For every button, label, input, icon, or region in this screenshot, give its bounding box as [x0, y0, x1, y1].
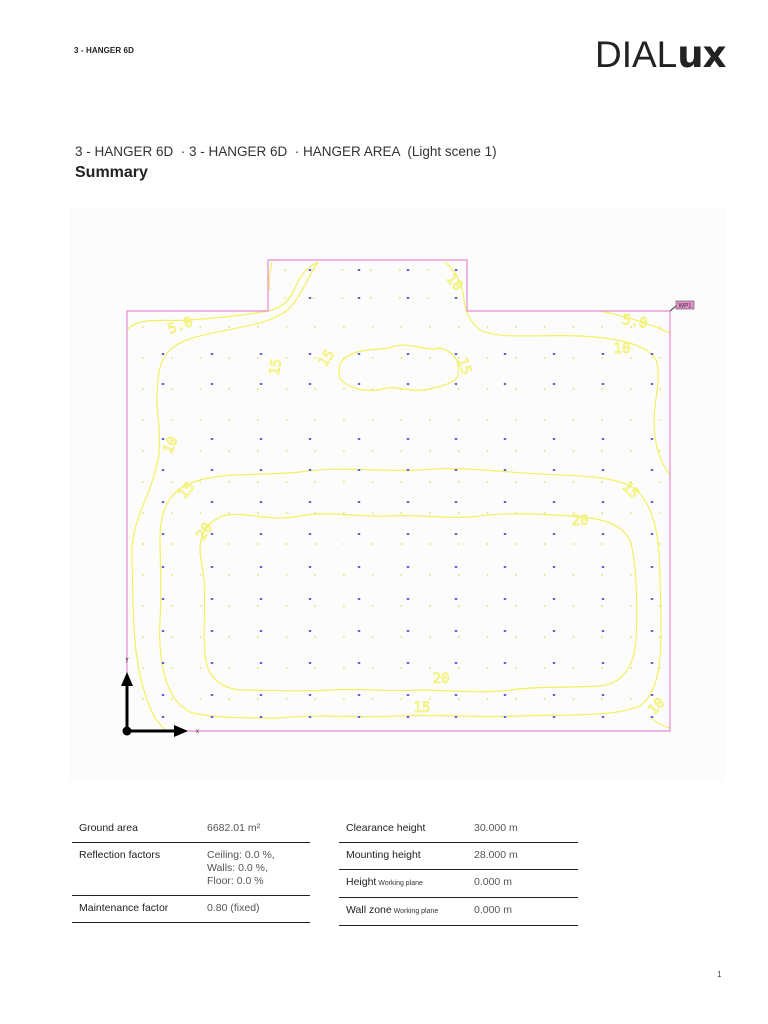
- property-label: Ground area: [79, 822, 138, 834]
- property-row: Ground area 6682.01 m²: [72, 816, 310, 843]
- page-number: 1: [717, 970, 722, 979]
- property-row: Mounting height 28.000 m: [339, 843, 578, 870]
- property-value: Ceiling: 0.0 %,Walls: 0.0 %,Floor: 0.0 %: [207, 849, 275, 887]
- logo-bold-text: ux: [677, 33, 726, 76]
- property-label: Wall zone Working plane: [346, 904, 439, 916]
- property-value: 6682.01 m²: [207, 822, 261, 834]
- isoline-value-label: 20: [193, 520, 216, 543]
- property-row: Height Working plane 0.000 m: [339, 870, 578, 898]
- room-outline: [126, 259, 671, 732]
- svg-text:y: y: [126, 657, 129, 663]
- breadcrumb: 3 - HANGER 6D · 3 - HANGER 6D · HANGER A…: [75, 144, 497, 159]
- property-row: Reflection factors Ceiling: 0.0 %,Walls: …: [72, 843, 310, 896]
- property-row: Wall zone Working plane 0.000 m: [339, 898, 578, 926]
- properties-table-right: Clearance height 30.000 m Mounting height 2…: [339, 816, 578, 926]
- isoline-value-label: 5.0: [621, 312, 649, 332]
- document-title: 3 - HANGER 6D: [74, 46, 134, 55]
- isoline-value-label: 10: [645, 695, 668, 718]
- property-label-subscript: Working plane: [376, 880, 423, 887]
- isolines: [126, 261, 671, 732]
- svg-text:WP1: WP1: [678, 304, 692, 310]
- isoline-value-label: 10: [614, 341, 631, 357]
- calculation-grid-points: [142, 269, 661, 700]
- property-value: 30.000 m: [474, 822, 518, 834]
- property-label: Mounting height: [346, 849, 421, 861]
- property-label: Height Working plane: [346, 876, 423, 888]
- svg-text:x: x: [196, 729, 199, 735]
- property-value: 0.80 (fixed): [207, 902, 260, 914]
- isoline-value-label: 20: [433, 671, 450, 687]
- property-value: 0.000 m: [474, 876, 512, 888]
- isoline-value-label: 15: [175, 479, 198, 502]
- page-title: Summary: [75, 164, 148, 181]
- luminaire-positions: [161, 269, 654, 718]
- property-label: Clearance height: [346, 822, 426, 834]
- property-label: Reflection factors: [79, 849, 161, 861]
- workplane-tag: WP1: [669, 300, 695, 312]
- isoline-value-label: 10: [160, 434, 182, 456]
- dialux-logo: DIALux: [595, 33, 726, 76]
- isoline-value-label: 15: [414, 700, 431, 716]
- isoline-value-label: 15: [454, 356, 475, 377]
- property-row: Maintenance factor 0.80 (fixed): [72, 896, 310, 923]
- property-row: Clearance height 30.000 m: [339, 816, 578, 843]
- coordinate-axes: y x: [121, 657, 199, 737]
- property-value: 28.000 m: [474, 849, 518, 861]
- isoline-value-label: 20: [572, 513, 589, 529]
- isoline-value-label: 5.0: [166, 314, 195, 338]
- isoline-value-label: 15: [315, 347, 338, 370]
- property-value: 0.000 m: [474, 904, 512, 916]
- isoline-value-label: 15: [267, 357, 286, 376]
- properties-table-left: Ground area 6682.01 m² Reflection factors C…: [72, 816, 310, 923]
- property-label: Maintenance factor: [79, 902, 169, 914]
- property-label-subscript: Working plane: [391, 908, 439, 915]
- logo-thin-text: DIAL: [595, 34, 678, 75]
